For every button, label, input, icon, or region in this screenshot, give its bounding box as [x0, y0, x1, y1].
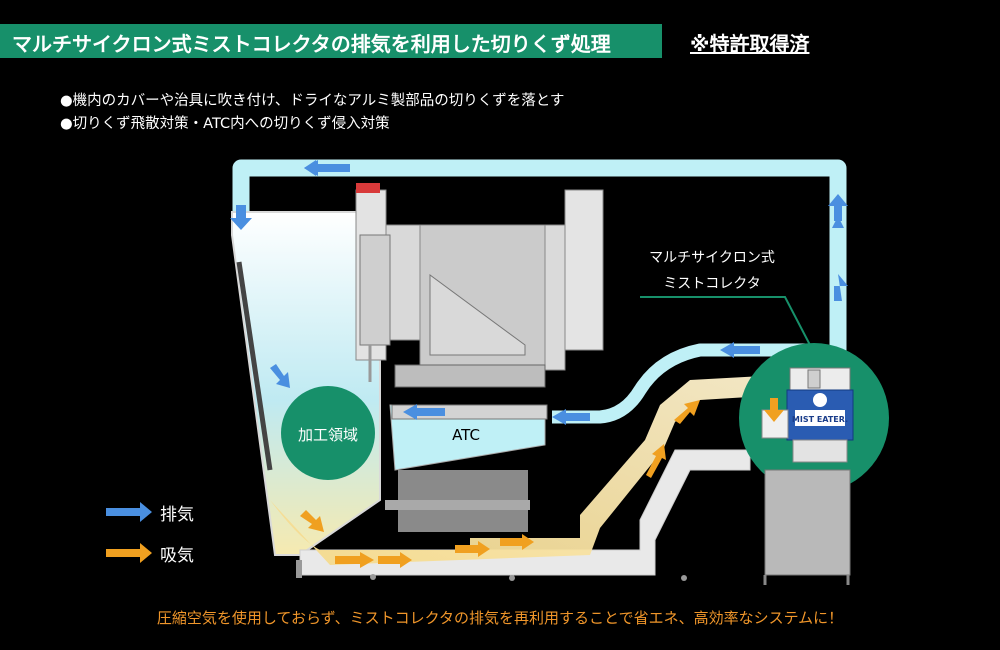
collector-label-1: マルチサイクロン式 — [649, 250, 775, 266]
legend-exhaust-arrow — [106, 502, 152, 522]
exhaust-arrow — [552, 409, 590, 425]
bullet-item-1: ●機内のカバーや治具に吹き付け、ドライなアルミ製部品の切りくずを落とす — [60, 93, 565, 109]
exhaust-arrow — [828, 274, 848, 301]
machining-area-circle — [281, 386, 375, 480]
exhaust-arrow — [832, 216, 844, 228]
legend-exhaust-label: 排気 — [160, 505, 194, 525]
intake-arrow — [500, 534, 534, 550]
intake-arrows — [300, 398, 784, 568]
atc-label: ATC — [452, 426, 480, 444]
intake-arrow — [674, 400, 700, 424]
intake-arrow — [764, 398, 784, 422]
exhaust-duct-top — [232, 159, 847, 372]
legend: 排気 吸気 — [106, 502, 194, 566]
legend-intake-arrow — [106, 543, 152, 563]
collector-brand: MIST EATER. — [792, 415, 848, 424]
footer-note: 圧縮空気を使用しておらず、ミストコレクタの排気を再利用することで省エネ、高効率な… — [156, 609, 844, 627]
exhaust-arrow — [403, 404, 445, 420]
title-bar: マルチサイクロン式ミストコレクタの排気を利用した切りくず処理 — [0, 24, 662, 58]
work-table — [394, 364, 546, 388]
patent-note: ※特許取得済 — [690, 32, 810, 56]
intake-duct — [270, 375, 780, 565]
exhaust-arrow — [304, 160, 350, 176]
collector-drop-icon — [813, 393, 827, 407]
legend-intake-label: 吸気 — [160, 546, 194, 566]
intake-arrow — [300, 510, 324, 532]
intake-arrow — [646, 444, 666, 478]
intake-arrow — [378, 552, 412, 568]
intake-arrow — [335, 552, 374, 568]
spindle-cap — [356, 183, 380, 193]
collector-leader-line — [640, 296, 811, 346]
exhaust-duct-atc — [552, 343, 820, 424]
exhaust-arrows — [230, 160, 848, 425]
machine-feet — [296, 560, 687, 581]
cabin-door-line — [236, 261, 273, 471]
exhaust-arrow — [720, 342, 760, 358]
spindle-body — [359, 234, 391, 346]
exhaust-arrow — [828, 194, 848, 221]
bullet-item-2: ●切りくず飛散対策・ATC内への切りくず侵入対策 — [60, 116, 390, 132]
collector-label-2: ミストコレクタ — [663, 276, 760, 292]
bullet-list: ●機内のカバーや治具に吹き付け、ドライなアルミ製部品の切りくずを落とす ●切りく… — [60, 90, 564, 136]
exhaust-arrow — [230, 205, 252, 230]
exhaust-arrow — [270, 364, 290, 388]
page-title: マルチサイクロン式ミストコレクタの排気を利用した切りくず処理 — [12, 32, 611, 56]
collector-stand — [764, 469, 851, 576]
intake-arrow — [455, 541, 490, 557]
machining-area-label: 加工領域 — [298, 426, 358, 444]
